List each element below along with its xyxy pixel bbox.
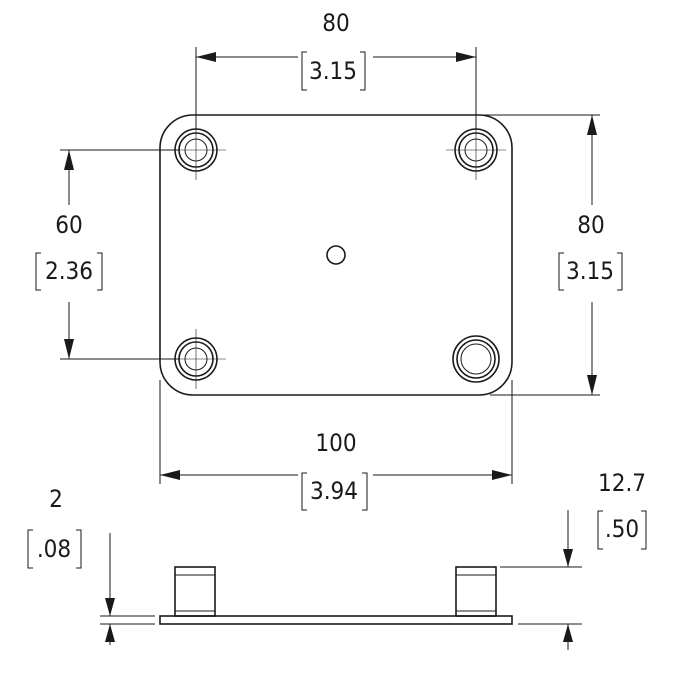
plate-outline: [159, 114, 513, 396]
standoff-left: [174, 566, 216, 617]
dim-plate-thickness: 2 .08: [27, 485, 155, 645]
dim-standoff-height-in: .50: [605, 515, 639, 543]
dim-plate-height-in: 3.15: [566, 257, 614, 285]
center-hole: [326, 245, 346, 265]
dim-plate-height-mm: 80: [577, 211, 604, 239]
dim-left-hole-spacing-in: 2.36: [45, 257, 93, 285]
dim-plate-width-in: 3.94: [310, 477, 358, 505]
standoff-right: [455, 566, 497, 617]
dim-plate-width-mm: 100: [315, 429, 356, 457]
dim-standoff-height-mm: 12.7: [598, 469, 646, 497]
dim-top-hole-spacing-mm: 80: [322, 9, 349, 37]
plate-side-profile: [159, 615, 513, 625]
dim-top-hole-spacing: 80 3.15: [195, 9, 477, 130]
hole-bottom-right: [452, 335, 500, 383]
dim-top-hole-spacing-in: 3.15: [309, 57, 357, 85]
dim-plate-width: 100 3.94: [159, 380, 513, 511]
dim-plate-thickness-in: .08: [37, 535, 71, 563]
plate-top-view: [159, 114, 513, 396]
dim-left-hole-spacing: 60 2.36: [35, 149, 180, 360]
plate-side-view: [159, 566, 513, 625]
dim-left-hole-spacing-mm: 60: [55, 211, 82, 239]
dim-plate-thickness-mm: 2: [49, 485, 63, 513]
dim-standoff-height: 12.7 .50: [500, 469, 647, 650]
dim-plate-height: 80 3.15: [470, 114, 623, 396]
